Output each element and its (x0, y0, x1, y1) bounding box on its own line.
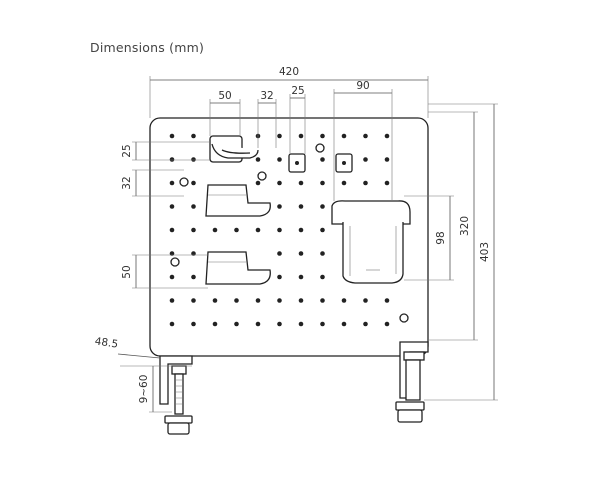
peg-hole (169, 204, 175, 209)
peg-hole (298, 298, 304, 303)
peg-hole (255, 157, 261, 162)
peg-hole (277, 251, 282, 256)
dim-48-5-label: 48.5 (94, 335, 119, 350)
peg-hole (363, 321, 368, 327)
peg-hole (298, 321, 304, 327)
hook-bracket (209, 135, 259, 163)
peg-hole (320, 298, 325, 303)
peg-hole (169, 133, 175, 139)
dim-32-top-label: 32 (260, 90, 273, 102)
peg-hole (169, 274, 175, 280)
pegboard-panel (149, 117, 429, 357)
screws (170, 143, 409, 323)
clamp-right (395, 341, 429, 423)
peg-hole (169, 251, 175, 256)
peg-hole (255, 298, 261, 303)
peg-hole (277, 157, 282, 162)
peg-hole (191, 157, 196, 162)
peg-hole (298, 180, 304, 186)
dim-90-label: 90 (356, 80, 369, 92)
peg-hole (384, 298, 390, 303)
peg-hole (169, 298, 175, 303)
dim-98-label: 98 (435, 231, 447, 244)
dim-32-left-label: 32 (121, 176, 133, 189)
peg-hole (191, 298, 196, 303)
peg-hole (277, 227, 282, 233)
peg-hole (255, 180, 261, 186)
dim-403-label: 403 (479, 242, 491, 262)
peg-hole (191, 204, 196, 209)
peg-hole (169, 321, 175, 327)
dim-50-left-label: 50 (121, 265, 133, 278)
peg-hole (191, 251, 196, 256)
dim-320-label: 320 (459, 216, 471, 236)
peg-hole (298, 251, 304, 256)
peg-hole (191, 321, 196, 327)
peg-hole (277, 133, 282, 139)
dimension-lines (117, 76, 498, 413)
dim-9-60-label: 9~60 (138, 375, 150, 404)
peg-hole (320, 133, 325, 139)
peg-hole (384, 321, 390, 327)
peg-hole (341, 180, 347, 186)
peg-hole (384, 133, 390, 139)
peg-hole (234, 321, 239, 327)
peg-hole (363, 157, 368, 162)
peg-hole (169, 227, 175, 233)
peg-hole (212, 227, 218, 233)
peg-hole (320, 251, 325, 256)
small-hanger-right (335, 153, 353, 173)
peg-hole (298, 133, 304, 139)
peg-hole (298, 204, 304, 209)
peg-hole (341, 133, 347, 139)
clamp-left (159, 355, 193, 435)
peg-hole (341, 321, 347, 327)
dim-25-left-label: 25 (121, 144, 133, 157)
peg-hole (277, 321, 282, 327)
peg-hole (169, 180, 175, 186)
peg-hole (212, 321, 218, 327)
peg-hole (384, 180, 390, 186)
peg-hole (320, 227, 325, 233)
peg-hole (320, 157, 325, 162)
peg-hole (363, 180, 368, 186)
peg-hole (234, 298, 239, 303)
peg-hole (320, 204, 325, 209)
peg-hole (277, 274, 282, 280)
shelf-upper (205, 184, 271, 217)
dim-25-top-label: 25 (291, 85, 304, 97)
shelf-lower (205, 251, 271, 285)
peg-hole (277, 298, 282, 303)
dim-420-label: 420 (279, 66, 299, 78)
peg-hole (255, 227, 261, 233)
peg-hole (255, 321, 261, 327)
diagram-title: Dimensions (mm) (90, 40, 205, 55)
peg-hole (363, 133, 368, 139)
peg-hole (277, 180, 282, 186)
peg-hole (277, 204, 282, 209)
pegboard-holes (169, 133, 390, 327)
peg-hole (384, 157, 390, 162)
peg-hole (320, 180, 325, 186)
peg-hole (212, 298, 218, 303)
peg-hole (234, 227, 239, 233)
peg-hole (341, 298, 347, 303)
peg-hole (298, 274, 304, 280)
peg-hole (320, 274, 325, 280)
peg-hole (169, 157, 175, 162)
peg-hole (298, 227, 304, 233)
peg-hole (191, 180, 196, 186)
peg-hole (191, 227, 196, 233)
dim-50-top-label: 50 (218, 90, 231, 102)
small-hanger-left (288, 153, 306, 173)
cup-holder (331, 200, 411, 284)
peg-hole (191, 133, 196, 139)
peg-hole (191, 274, 196, 280)
peg-hole (363, 298, 368, 303)
peg-hole (320, 321, 325, 327)
